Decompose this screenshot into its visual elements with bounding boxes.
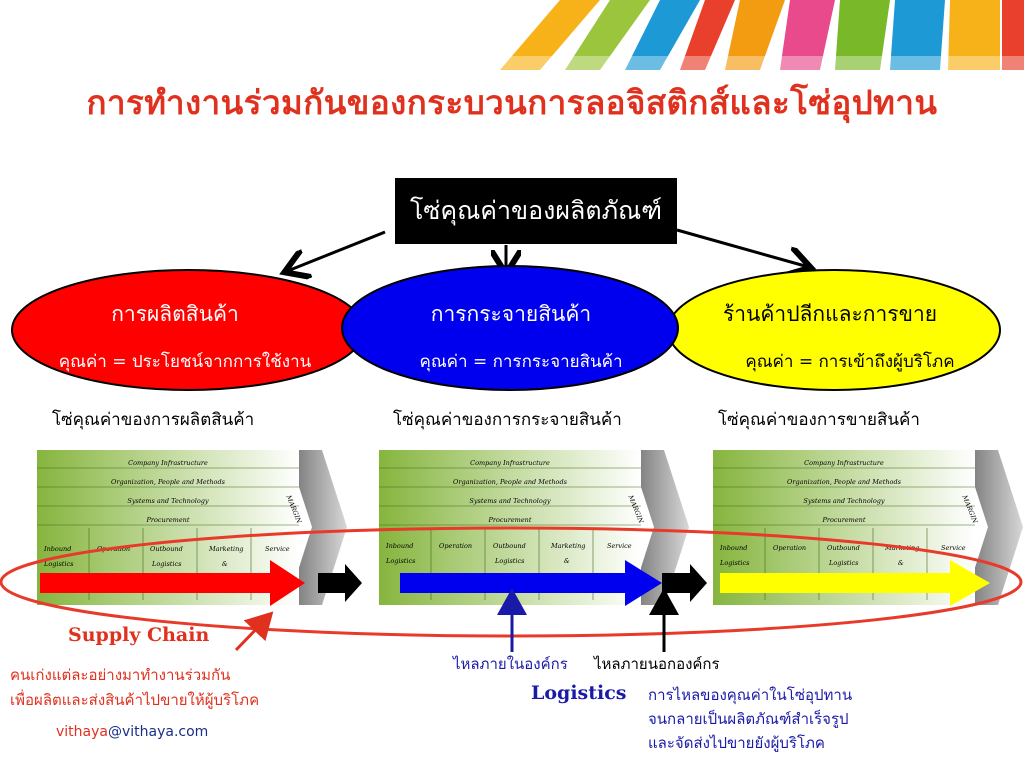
vc3-support-1: Organization, People and Methods	[787, 478, 901, 486]
supply-chain-overlay	[0, 526, 1023, 652]
product-value-chain-box: โซ่คุณค่าของผลิตภัณฑ์	[395, 178, 677, 244]
vc3-p2-l2: Logistics	[829, 559, 859, 567]
header-stripes	[0, 0, 1024, 70]
distribution-title: การกระจายสินค้า	[430, 302, 592, 326]
retail-chain-label: โซ่คุณค่าของการขายสินค้า	[718, 410, 920, 430]
distribution-ellipse	[341, 265, 679, 391]
vc1-p4-l1: Service	[265, 545, 290, 553]
email-domain: @vithaya.com	[107, 724, 209, 740]
vc1-p0-l2: Logistics	[44, 560, 74, 568]
arrow-right	[676, 228, 805, 266]
retail-title: ร้านค้าปลีกและการขาย	[722, 302, 938, 326]
connector-arrow-2	[662, 564, 707, 602]
logistics-note-line-2: จนกลายเป็นผลิตภัณฑ์สำเร็จรูป	[648, 710, 849, 728]
supply-chain-label: Supply Chain	[68, 624, 210, 646]
retail-value: คุณค่า = การเข้าถึงผู้บริโภค	[745, 352, 955, 372]
vc3-support-0: Company Infrastructure	[804, 459, 884, 467]
vc2-support-3: Procurement	[488, 516, 532, 524]
product-value-chain-label: โซ่คุณค่าของผลิตภัณฑ์	[409, 196, 662, 225]
vc2-p4-l1: Service	[607, 542, 632, 550]
supply-note-line-1: คนเก่งแต่ละอย่างมาทำงานร่วมกัน	[10, 666, 231, 684]
arrow-left	[290, 230, 386, 270]
vc2-p3-l2: &	[564, 557, 570, 565]
distribution-flow-arrow	[400, 560, 662, 606]
production-chain-label: โซ่คุณค่าของการผลิตสินค้า	[52, 410, 255, 430]
logistics-note-line-3: และจัดส่งไปขายยังผู้บริโภค	[648, 734, 825, 752]
vc2-p0-l2: Logistics	[386, 557, 416, 565]
production-value: คุณค่า = ประโยชน์จากการใช้งาน	[58, 352, 312, 372]
vc2-support-0: Company Infrastructure	[470, 459, 550, 467]
logistics-note-line-1: การไหลของคุณค่าในโซ่อุปทาน	[648, 686, 853, 704]
branch-arrows	[0, 228, 1024, 280]
vc2-support-1: Organization, People and Methods	[453, 478, 567, 486]
vc1-support-1: Organization, People and Methods	[111, 478, 225, 486]
vc1-support-0: Company Infrastructure	[128, 459, 208, 467]
vc3-p3-l2: &	[898, 559, 904, 567]
vc3-p0-l2: Logistics	[720, 559, 750, 567]
vc1-p2-l2: Logistics	[152, 560, 182, 568]
vc3-p1-l1: Operation	[773, 544, 807, 552]
vc3-p0-l1: Inbound	[720, 544, 748, 552]
vc1-support-3: Procurement	[146, 516, 190, 524]
vc2-p1-l1: Operation	[439, 542, 473, 550]
vc3-p4-l1: Service	[941, 544, 966, 552]
vc1-support-2: Systems and Technology	[127, 497, 209, 505]
distribution-chain-label: โซ่คุณค่าของการกระจายสินค้า	[393, 410, 622, 430]
vc1-p3-l2: &	[222, 560, 228, 568]
vc2-support-2: Systems and Technology	[469, 497, 551, 505]
vc2-p2-l2: Logistics	[495, 557, 525, 565]
vc3-support-3: Procurement	[822, 516, 866, 524]
email-user: vithaya	[56, 724, 108, 740]
vc3-p2-l1: Outbound	[827, 544, 860, 552]
production-title: การผลิตสินค้า	[111, 302, 239, 326]
logistics-label: Logistics	[531, 682, 627, 704]
retail-flow-arrow	[720, 560, 990, 606]
vc2-p2-l1: Outbound	[493, 542, 526, 550]
vc1-p0-l1: Inbound	[44, 545, 72, 553]
connector-arrow-1	[318, 564, 362, 602]
vc1-p2-l1: Outbound	[150, 545, 183, 553]
vc3-support-2: Systems and Technology	[803, 497, 885, 505]
vc2-p3-l1: Marketing	[551, 542, 586, 550]
supply-note-line-2: เพื่อผลิตและส่งสินค้าไปขายให้ผู้บริโภค	[10, 691, 260, 709]
supply-chain-pointer	[234, 611, 274, 652]
vc1-p3-l1: Marketing	[209, 545, 244, 553]
author-email[interactable]: vithaya@vithaya.com	[56, 724, 208, 740]
ellipse-group	[11, 265, 1001, 391]
page-title: การทำงานร่วมกันของกระบวนการลอจิสติกส์และ…	[86, 83, 938, 122]
vc2-p0-l1: Inbound	[386, 542, 414, 550]
production-flow-arrow	[40, 560, 305, 606]
internal-flow-label: ไหลภายในองค์กร	[453, 655, 568, 673]
distribution-value: คุณค่า = การกระจายสินค้า	[419, 352, 623, 372]
external-flow-label: ไหลภายนอกองค์กร	[594, 655, 720, 673]
